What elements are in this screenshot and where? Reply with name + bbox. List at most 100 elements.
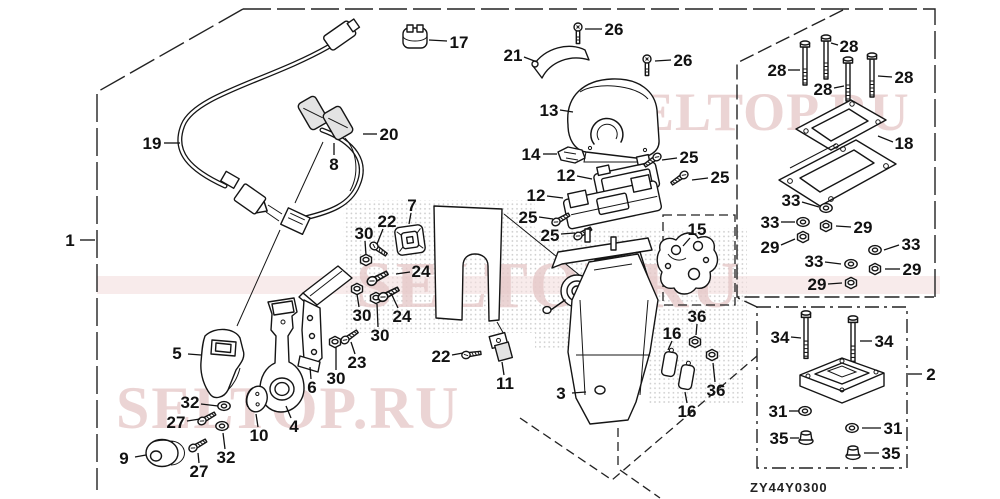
leader-line-25 <box>661 157 678 161</box>
screw-25-b <box>668 168 691 188</box>
leader-line-18 <box>877 135 894 143</box>
leader-line-12 <box>576 175 593 180</box>
part-label-29: 29 <box>761 238 780 257</box>
part-label-29: 29 <box>808 275 827 294</box>
leader-line-10 <box>255 413 259 428</box>
washer-31-b <box>845 422 859 434</box>
part-label-1: 1 <box>65 231 74 250</box>
washer-33-b <box>796 216 810 228</box>
part-12-bracket-lower-drawing <box>562 174 663 230</box>
part-label-22: 22 <box>378 212 397 231</box>
leader-line-4 <box>285 405 292 419</box>
leader-line-33 <box>824 261 842 265</box>
leader-line-30 <box>364 240 367 256</box>
part-label-24: 24 <box>412 262 431 281</box>
leader-line-22 <box>451 352 464 356</box>
part-label-36: 36 <box>688 307 707 326</box>
part-21-strap-drawing <box>531 45 590 79</box>
nut-29-a <box>819 219 833 233</box>
part-16-block-b-drawing <box>677 360 696 391</box>
hardware-kit-border <box>736 9 934 298</box>
part-label-31: 31 <box>884 419 903 438</box>
washer-33-c <box>868 244 882 256</box>
part-17-cap-drawing <box>402 24 428 49</box>
part-label-12: 12 <box>527 186 546 205</box>
part-label-29: 29 <box>903 260 922 279</box>
part-3-housing-drawing <box>567 253 659 425</box>
leader-line-9 <box>134 454 147 458</box>
washer-32-b <box>215 420 229 432</box>
part-label-26: 26 <box>605 20 624 39</box>
part-label-19: 19 <box>143 134 162 153</box>
part-16-block-a-drawing <box>660 347 679 378</box>
part-label-21: 21 <box>504 46 523 65</box>
part-label-28: 28 <box>840 37 859 56</box>
part-label-10: 10 <box>250 426 269 445</box>
leader-line-17 <box>428 39 448 42</box>
leader-line-12 <box>546 195 564 199</box>
leader-line-27 <box>186 418 201 422</box>
group-1-border-left <box>96 8 244 490</box>
leader-line-36 <box>695 323 698 336</box>
part-label-22: 22 <box>432 347 451 366</box>
leader-line-24 <box>390 292 399 309</box>
part-label-31: 31 <box>769 402 788 421</box>
leader-line-28 <box>833 85 845 89</box>
part-label-12: 12 <box>557 166 576 185</box>
part-20-harness-drawing <box>265 127 364 236</box>
leader-line-22 <box>376 228 384 245</box>
leader-line-30 <box>376 303 379 328</box>
part-label-17: 17 <box>450 33 469 52</box>
leader-line-16 <box>684 391 688 404</box>
part-label-8: 8 <box>329 155 338 174</box>
nut-35-a <box>798 430 814 446</box>
part-label-34: 34 <box>875 332 894 351</box>
screw-22-b <box>460 348 483 360</box>
placement-lines <box>236 141 647 337</box>
leader-line-5 <box>187 353 202 356</box>
leader-line-32 <box>222 432 226 450</box>
part-label-34: 34 <box>771 328 790 347</box>
part-label-16: 16 <box>678 402 697 421</box>
leader-line-26 <box>654 59 672 62</box>
part-label-29: 29 <box>854 218 873 237</box>
screw-26-b <box>642 54 652 77</box>
part-label-33: 33 <box>805 252 824 271</box>
part-label-4: 4 <box>289 417 299 436</box>
mount-panel-drawing <box>433 205 503 322</box>
screw-26-a <box>573 22 583 45</box>
part-label-20: 20 <box>380 125 399 144</box>
leader-line-24 <box>395 271 411 275</box>
leader-line-25 <box>538 216 554 220</box>
part-label-32: 32 <box>181 393 200 412</box>
part-label-25: 25 <box>680 148 699 167</box>
part-label-33: 33 <box>902 235 921 254</box>
part-label-32: 32 <box>217 448 236 467</box>
nut-30-a <box>359 253 373 267</box>
part-18-gasket-drawing <box>795 99 887 151</box>
part-label-11: 11 <box>496 374 514 393</box>
leader-line-29 <box>827 282 843 285</box>
leader-line-29 <box>835 225 852 228</box>
leader-line-15 <box>682 237 691 247</box>
part-label-13: 13 <box>540 101 559 120</box>
nut-29-b <box>796 230 810 244</box>
leader-line-29 <box>780 238 796 246</box>
part-label-25: 25 <box>711 168 730 187</box>
leader-line-6 <box>309 366 312 380</box>
part-9-cap-drawing <box>145 438 185 468</box>
group-1-border-top-right <box>243 8 936 298</box>
leader-line-33 <box>801 201 820 208</box>
part-10-disc-drawing <box>245 385 268 413</box>
part-label-33: 33 <box>761 213 780 232</box>
part-label-28: 28 <box>768 61 787 80</box>
part-label-16: 16 <box>663 324 682 343</box>
leader-line-21 <box>523 56 538 63</box>
part-label-26: 26 <box>674 51 693 70</box>
spacer-block-drawing <box>799 357 885 404</box>
part-label-2: 2 <box>926 365 935 384</box>
leader-line-3 <box>571 391 587 394</box>
part-label-15: 15 <box>688 220 707 239</box>
part-8-connectors-drawing <box>297 95 354 141</box>
washer-32-a <box>217 400 231 412</box>
